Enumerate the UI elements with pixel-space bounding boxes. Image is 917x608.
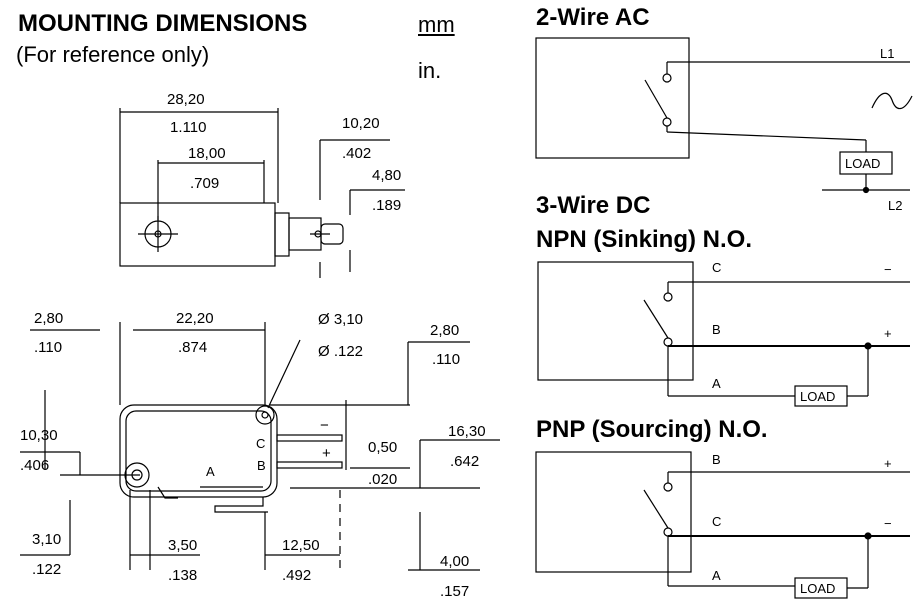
- front-plus-label: +: [322, 445, 331, 462]
- dim-3-50: 3,50: [168, 537, 197, 554]
- npn-plus-label: +: [884, 326, 892, 341]
- dim-492: .492: [282, 567, 311, 584]
- dim-2-80-left: 2,80: [34, 310, 63, 327]
- terminal-b-label: B: [257, 458, 266, 473]
- dim-12-50: 12,50: [282, 537, 320, 554]
- dim-122: .122: [32, 561, 61, 578]
- pnp-load-label: LOAD: [800, 581, 835, 596]
- front-minus-label: −: [320, 417, 329, 434]
- terminal-a-label: A: [206, 464, 215, 479]
- ac-wiring: [535, 37, 913, 194]
- npn-b-label: B: [712, 322, 721, 337]
- dim-874: .874: [178, 339, 207, 356]
- dim-406: .406: [20, 457, 49, 474]
- dim-4-00: 4,00: [440, 553, 469, 570]
- dim-18-00: 18,00: [188, 145, 226, 162]
- npn-a-label: A: [712, 376, 721, 391]
- npn-minus-label: −: [884, 262, 892, 277]
- dim-10-30: 10,30: [20, 427, 58, 444]
- ac-l2-label: L2: [888, 198, 902, 213]
- page-subtitle: (For reference only): [16, 42, 210, 67]
- dim-138: .138: [168, 567, 197, 584]
- dim-157: .157: [440, 583, 469, 600]
- dim-642: .642: [450, 453, 479, 470]
- pnp-c-label: C: [712, 514, 721, 529]
- npn-wiring: [537, 261, 910, 407]
- dim-10-20: 10,20: [342, 115, 380, 132]
- dim-402: .402: [342, 145, 371, 162]
- npn-title: NPN (Sinking) N.O.: [536, 226, 752, 253]
- npn-c-label: C: [712, 260, 721, 275]
- pnp-title: PNP (Sourcing) N.O.: [536, 416, 768, 443]
- dim-28-20: 28,20: [167, 91, 205, 108]
- dim-110-left: .110: [34, 339, 62, 356]
- terminal-c-label: C: [256, 436, 265, 451]
- dim-dia-3-10: Ø 3,10: [318, 311, 363, 328]
- dim-110-right: .110: [432, 351, 460, 368]
- dim-1-110: 1.110: [170, 119, 206, 136]
- ac-title: 2-Wire AC: [536, 4, 650, 31]
- dim-16-30: 16,30: [448, 423, 486, 440]
- ac-l1-label: L1: [880, 46, 894, 61]
- dim-709: .709: [190, 175, 219, 192]
- front-view: [20, 322, 500, 571]
- pnp-a-label: A: [712, 568, 721, 583]
- dim-22-20: 22,20: [176, 310, 214, 327]
- unit-in: in.: [418, 58, 442, 83]
- dim-dia-122: Ø .122: [318, 343, 363, 360]
- pnp-b-label: B: [712, 452, 721, 467]
- pnp-wiring: [535, 451, 910, 599]
- dim-0-50: 0,50: [368, 439, 397, 456]
- top-view: [119, 108, 405, 278]
- pnp-minus-label: −: [884, 516, 892, 531]
- unit-mm: mm: [418, 12, 455, 37]
- dc-title: 3-Wire DC: [536, 192, 651, 219]
- ac-load-label: LOAD: [845, 156, 880, 171]
- dim-3-10: 3,10: [32, 531, 61, 548]
- dim-189: .189: [372, 197, 401, 214]
- dim-4-80: 4,80: [372, 167, 401, 184]
- dim-2-80-right: 2,80: [430, 322, 459, 339]
- pnp-plus-label: +: [884, 456, 892, 471]
- npn-load-label: LOAD: [800, 389, 835, 404]
- dim-020: .020: [368, 471, 397, 488]
- page-title: MOUNTING DIMENSIONS: [18, 10, 308, 37]
